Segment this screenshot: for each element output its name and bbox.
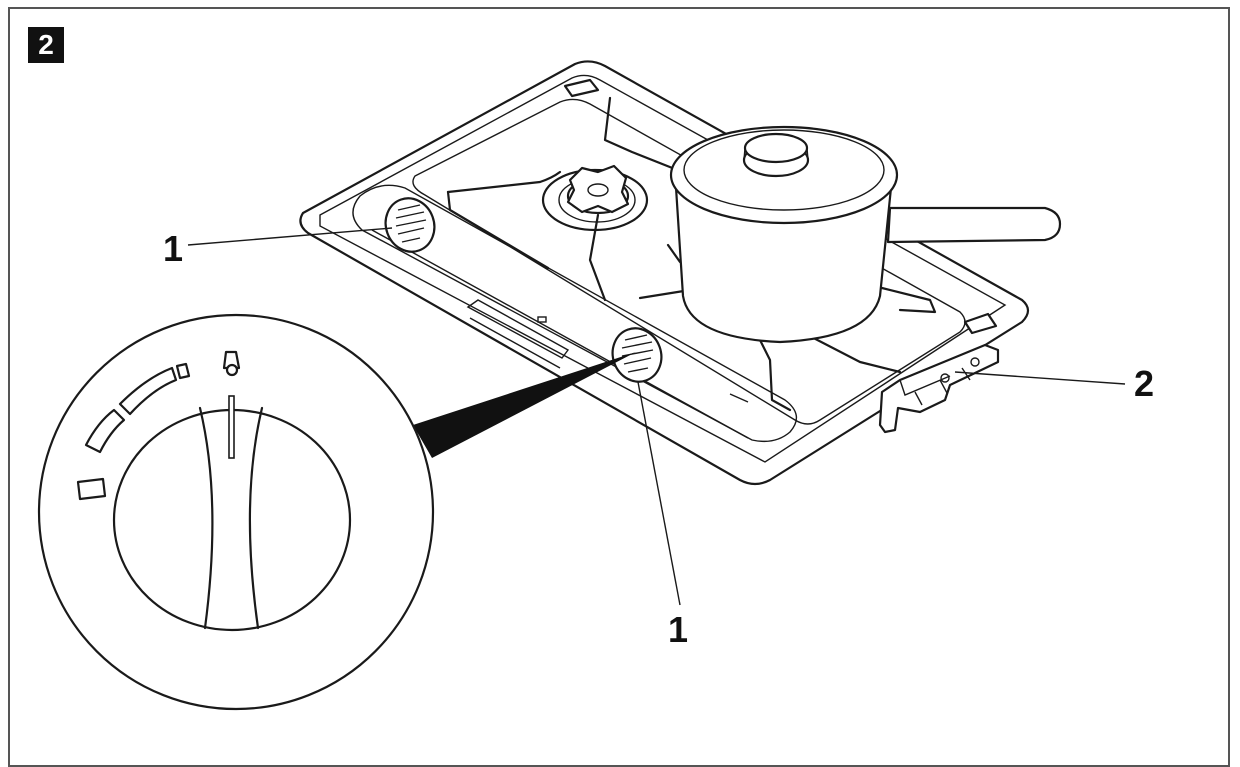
level-segment-1 [175, 362, 191, 380]
figure-number-badge: 2 [28, 27, 64, 63]
leader-line-knob-upper [187, 227, 393, 246]
leader-line-knob-lower [637, 381, 681, 606]
saucepan [669, 125, 1062, 344]
control-knob-lower [611, 327, 663, 383]
vent-mark-right [963, 312, 998, 335]
level-segment-3 [84, 408, 126, 454]
knob-indicator-mark [228, 395, 235, 459]
cooktop-diagram: 1 1 2 [37, 60, 1154, 711]
burner-cap-upper [566, 164, 630, 214]
level-segment-4 [76, 477, 107, 501]
hob-plate [299, 60, 1030, 486]
control-knob-upper [384, 197, 436, 253]
saucepan-handle [886, 206, 1062, 244]
pan-support-grid [446, 96, 937, 412]
burner-upper [541, 164, 649, 232]
magnifier-pointer [413, 352, 636, 458]
vent-mark-rear [563, 78, 600, 98]
leader-line-latch [954, 371, 1126, 385]
level-segment-2 [118, 366, 178, 416]
latch-bracket [878, 343, 1000, 434]
flame-icon [222, 350, 241, 377]
callout-knob-upper: 1 [163, 228, 183, 269]
callout-knob-lower: 1 [668, 609, 688, 650]
knob-detail-inset [37, 313, 435, 711]
callout-latch: 2 [1134, 363, 1154, 404]
